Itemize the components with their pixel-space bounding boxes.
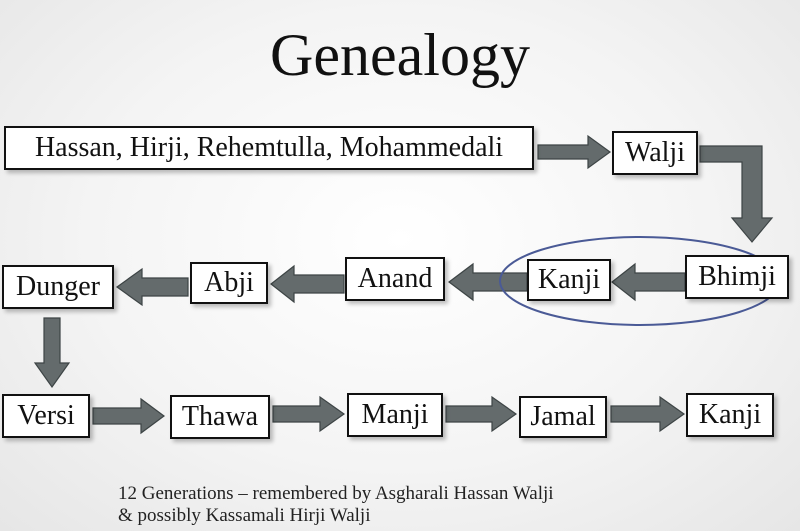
node-label: Thawa xyxy=(181,401,259,432)
arrow-kanji-to-anand xyxy=(448,262,528,302)
node-walji: Walji xyxy=(612,131,698,175)
node-manji: Manji xyxy=(347,393,443,437)
node-bhimji: Bhimji xyxy=(685,255,789,299)
node-dunger: Dunger xyxy=(2,265,114,309)
node-thawa: Thawa xyxy=(170,395,270,439)
arrow-jamal-to-kanji xyxy=(610,395,686,433)
node-kanji-top: Kanji xyxy=(527,259,611,301)
node-label: Bhimji xyxy=(698,261,776,292)
node-label: Kanji xyxy=(537,264,601,295)
arrow-thawa-to-manji xyxy=(272,395,346,433)
footnote-line-2: & possibly Kassamali Hirji Walji xyxy=(118,505,371,526)
footnote: 12 Generations – remembered by Asgharali… xyxy=(118,483,554,527)
node-label: Dunger xyxy=(16,271,100,302)
page-title: Genealogy xyxy=(270,22,530,88)
node-anand: Anand xyxy=(345,257,445,301)
footnote-line-1: 12 Generations – remembered by Asgharali… xyxy=(118,483,554,504)
arrow-manji-to-jamal xyxy=(445,395,518,433)
arrow-dunger-to-versi xyxy=(33,317,71,389)
node-kanji-bottom: Kanji xyxy=(686,393,774,437)
node-label: Manji xyxy=(361,399,429,430)
node-label: Kanji xyxy=(698,399,762,430)
node-label: Walji xyxy=(625,137,685,168)
node-versi: Versi xyxy=(2,394,90,438)
node-label: Versi xyxy=(17,400,75,431)
node-label: Abji xyxy=(204,267,254,298)
node-jamal: Jamal xyxy=(519,396,607,438)
node-label: Jamal xyxy=(530,401,596,432)
arrow-walji-to-bhimji xyxy=(699,145,774,243)
arrow-versi-to-thawa xyxy=(92,397,166,435)
arrow-bhimji-to-kanji xyxy=(611,262,686,302)
arrow-abji-to-dunger xyxy=(115,267,189,307)
node-abji: Abji xyxy=(190,262,268,304)
node-label: Anand xyxy=(357,263,433,294)
arrow-anand-to-abji xyxy=(270,264,345,304)
node-hassan-hirji-rehemtulla-mohammedali: Hassan, Hirji, Rehemtulla, Mohammedali xyxy=(4,126,534,170)
arrow-hassan-to-walji xyxy=(537,134,612,170)
node-label: Hassan, Hirji, Rehemtulla, Mohammedali xyxy=(34,132,504,163)
